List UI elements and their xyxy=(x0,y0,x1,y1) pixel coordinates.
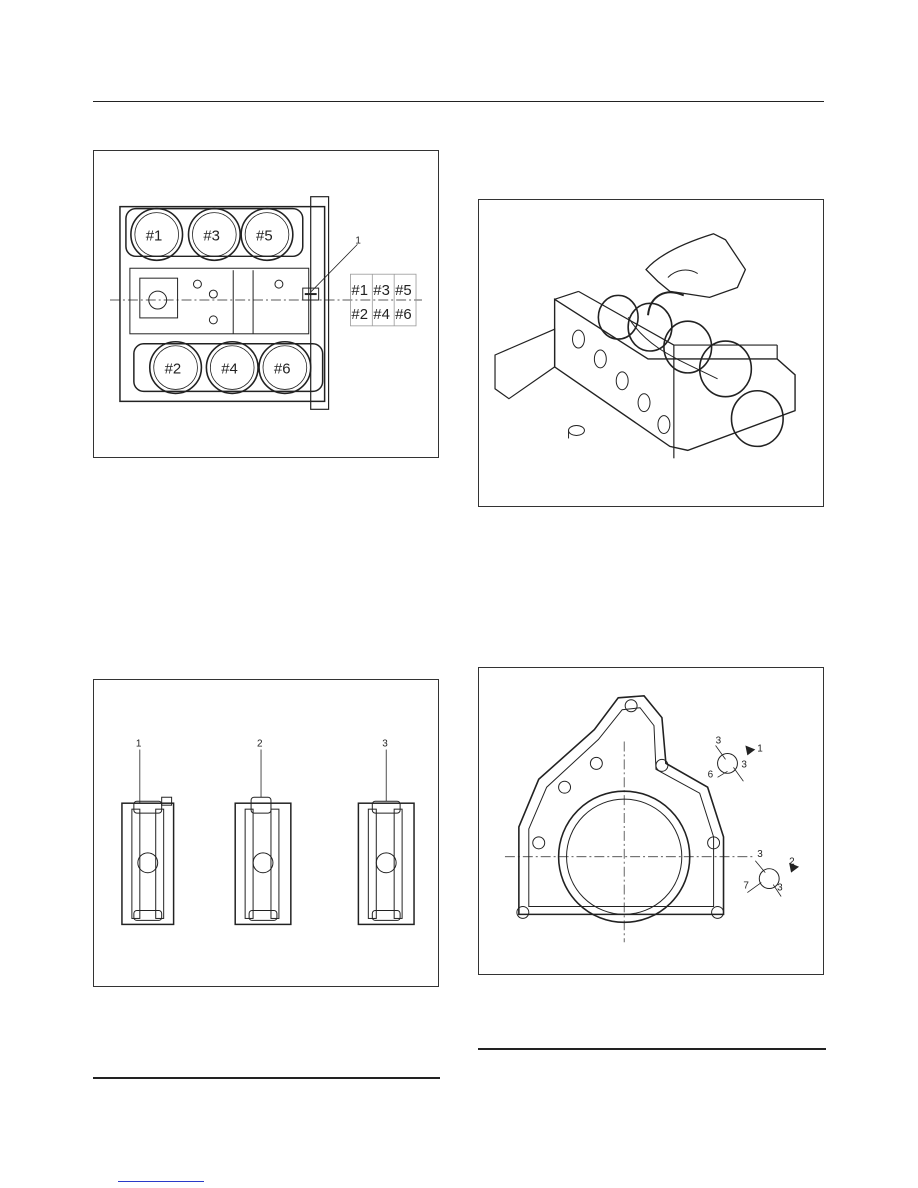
grid-cell-1: #1 xyxy=(351,283,368,299)
cylinder-label-5: #5 xyxy=(256,228,273,244)
header-rule xyxy=(93,101,824,102)
callout-1: 1 xyxy=(355,235,361,246)
cylinder-block-drawing: 1 #1 #3 #5 #2 #4 #6 #1 #3 #5 #2 #4 #6 xyxy=(110,196,422,410)
section-rule-right xyxy=(478,1048,826,1050)
dim-2-left: 7 xyxy=(743,881,749,892)
dim-2-right: 3 xyxy=(777,883,783,894)
cylinder-label-3: #3 xyxy=(203,228,220,244)
bearing-3 xyxy=(357,749,415,926)
cylinder-label-1: #1 xyxy=(146,228,163,244)
bearing-callout-1: 1 xyxy=(136,739,142,750)
dim-2-top: 3 xyxy=(757,849,763,860)
grid-cell-5: #5 xyxy=(395,283,412,299)
grid-cell-3: #3 xyxy=(373,283,390,299)
bearings-drawing: 1 2 3 xyxy=(121,739,415,926)
figure-crankshaft-install xyxy=(478,199,824,507)
cylinder-label-4: #4 xyxy=(221,362,238,378)
bearing-2 xyxy=(234,749,292,926)
section-rule-left xyxy=(93,1077,440,1079)
dim-1-top: 3 xyxy=(716,736,722,747)
dim-1-left: 6 xyxy=(708,769,714,780)
grid-cell-4: #4 xyxy=(373,307,390,323)
figure-cylinder-block: 1 #1 #3 #5 #2 #4 #6 #1 #3 #5 #2 #4 #6 xyxy=(93,150,439,458)
rear-cover-callout-2: 2 xyxy=(789,857,795,868)
footer-link-underline[interactable] xyxy=(118,1181,204,1182)
grid-cell-6: #6 xyxy=(395,307,412,323)
bearing-1 xyxy=(121,749,175,926)
bearing-callout-2: 2 xyxy=(257,739,263,750)
bearing-callout-3: 3 xyxy=(382,739,388,750)
rear-cover-drawing: 3 6 3 1 3 7 3 2 xyxy=(504,694,800,943)
cylinder-label-6: #6 xyxy=(274,362,291,378)
crankshaft-install-drawing xyxy=(494,233,796,459)
rear-cover-callout-1: 1 xyxy=(757,743,763,754)
dim-1-right: 3 xyxy=(741,759,747,770)
figure-bearings: 1 2 3 xyxy=(93,679,439,987)
cylinder-label-2: #2 xyxy=(165,362,182,378)
figure-rear-cover: 3 6 3 1 3 7 3 2 xyxy=(478,667,824,975)
grid-cell-2: #2 xyxy=(351,307,368,323)
